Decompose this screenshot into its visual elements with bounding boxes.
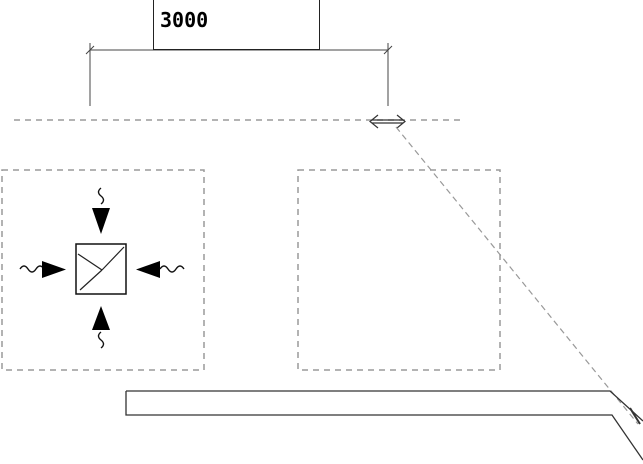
move-arrow-right-icon[interactable] xyxy=(136,261,185,278)
dimension-value-input[interactable]: 3000 xyxy=(153,0,320,50)
window-box-icon[interactable] xyxy=(75,243,127,295)
move-cross-icon[interactable] xyxy=(19,187,185,349)
diagonal-guide-line xyxy=(395,126,639,425)
selection-box-left[interactable] xyxy=(1,169,205,371)
move-arrow-top-icon[interactable] xyxy=(92,187,110,234)
wall-outline[interactable] xyxy=(125,390,643,461)
selection-box-right[interactable] xyxy=(297,169,501,371)
dimension-line[interactable] xyxy=(85,43,393,106)
double-arrow-icon[interactable] xyxy=(369,114,406,129)
move-arrow-left-icon[interactable] xyxy=(19,261,66,278)
move-arrow-bottom-icon[interactable] xyxy=(92,306,110,349)
